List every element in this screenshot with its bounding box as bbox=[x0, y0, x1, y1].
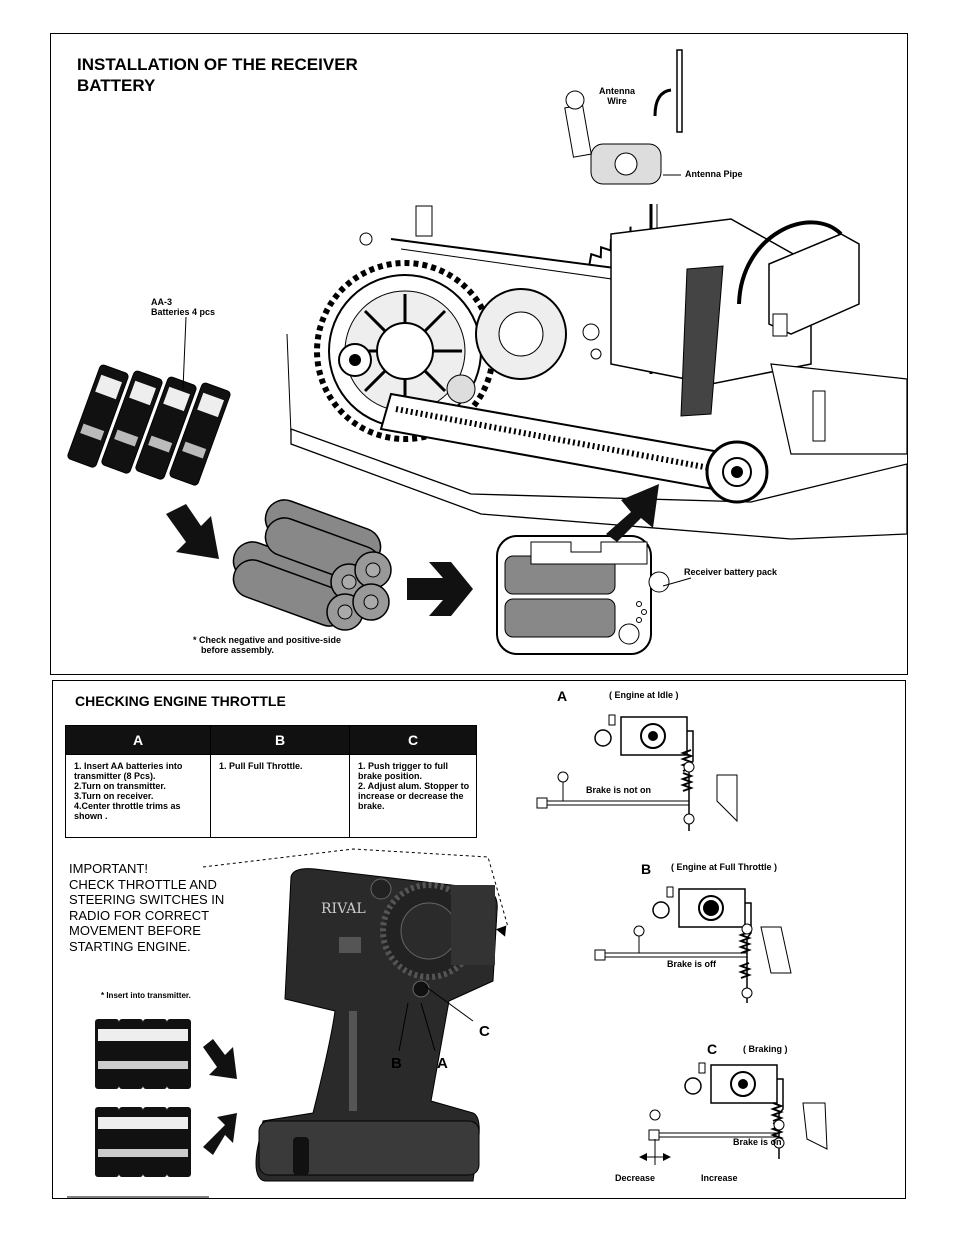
column-header-c: C bbox=[349, 725, 477, 755]
battery-set-bottom bbox=[95, 1107, 191, 1177]
transmitter-label-a: A bbox=[437, 1055, 448, 1072]
chassis-illustration bbox=[67, 49, 907, 655]
column-header-b: B bbox=[210, 725, 350, 755]
diagram-c-letter: C bbox=[707, 1041, 718, 1057]
diagram-b-brake: Brake is off bbox=[667, 959, 717, 969]
diagram-c-caption: ( Braking ) bbox=[743, 1044, 788, 1054]
antenna-wire-label: Antenna Wire bbox=[599, 86, 635, 106]
diagram-a-letter: A bbox=[557, 688, 568, 704]
diagram-b-letter: B bbox=[641, 861, 652, 877]
diagram-engine-idle bbox=[536, 714, 738, 831]
antenna-pipe-label: Antenna Pipe bbox=[685, 169, 743, 179]
decrease-label: Decrease bbox=[615, 1173, 656, 1183]
section-title: CHECKING ENGINE THROTTLE bbox=[75, 693, 286, 709]
diagram-b-caption: ( Engine at Full Throttle ) bbox=[671, 862, 777, 872]
throttle-check-panel: CHECKING ENGINE THROTTLE A B C 1. Insert… bbox=[52, 680, 906, 1199]
column-header-a: A bbox=[65, 725, 211, 755]
diagram-a-caption: ( Engine at Idle ) bbox=[609, 690, 679, 700]
diagram-full-throttle bbox=[594, 886, 792, 1003]
diagram-c-brake: Brake is on bbox=[733, 1137, 782, 1147]
transmitter-label-b: B bbox=[391, 1055, 402, 1072]
check-note: * Check negative and positive-side befor… bbox=[193, 635, 342, 655]
insert-note: * Insert into transmitter. bbox=[101, 991, 191, 1000]
section-title: INSTALLATION OF THE RECEIVER BATTERY bbox=[77, 55, 358, 95]
svg-text:RIVAL: RIVAL bbox=[321, 901, 366, 917]
receiver-pack-label: Receiver battery pack bbox=[684, 567, 778, 577]
increase-label: Increase bbox=[701, 1173, 738, 1183]
batteries-label: AA-3 Batteries 4 pcs bbox=[151, 297, 216, 317]
throttle-illustration: RIVAL bbox=[67, 714, 828, 1198]
diagram-braking bbox=[639, 1062, 828, 1165]
column-b-steps: 1. Pull Full Throttle. bbox=[210, 754, 350, 838]
receiver-battery-panel: INSTALLATION OF THE RECEIVER BATTERY bbox=[50, 33, 908, 675]
transmitter-label-c: C bbox=[479, 1023, 490, 1040]
steps-table: A B C 1. Insert AA batteries into transm… bbox=[65, 725, 477, 838]
column-c-steps: 1. Push trigger to full brake position. … bbox=[349, 754, 477, 838]
important-note: IMPORTANT! CHECK THROTTLE AND STEERING S… bbox=[69, 861, 225, 954]
battery-set-top bbox=[95, 1019, 191, 1089]
diagram-a-brake: Brake is not on bbox=[586, 785, 652, 795]
